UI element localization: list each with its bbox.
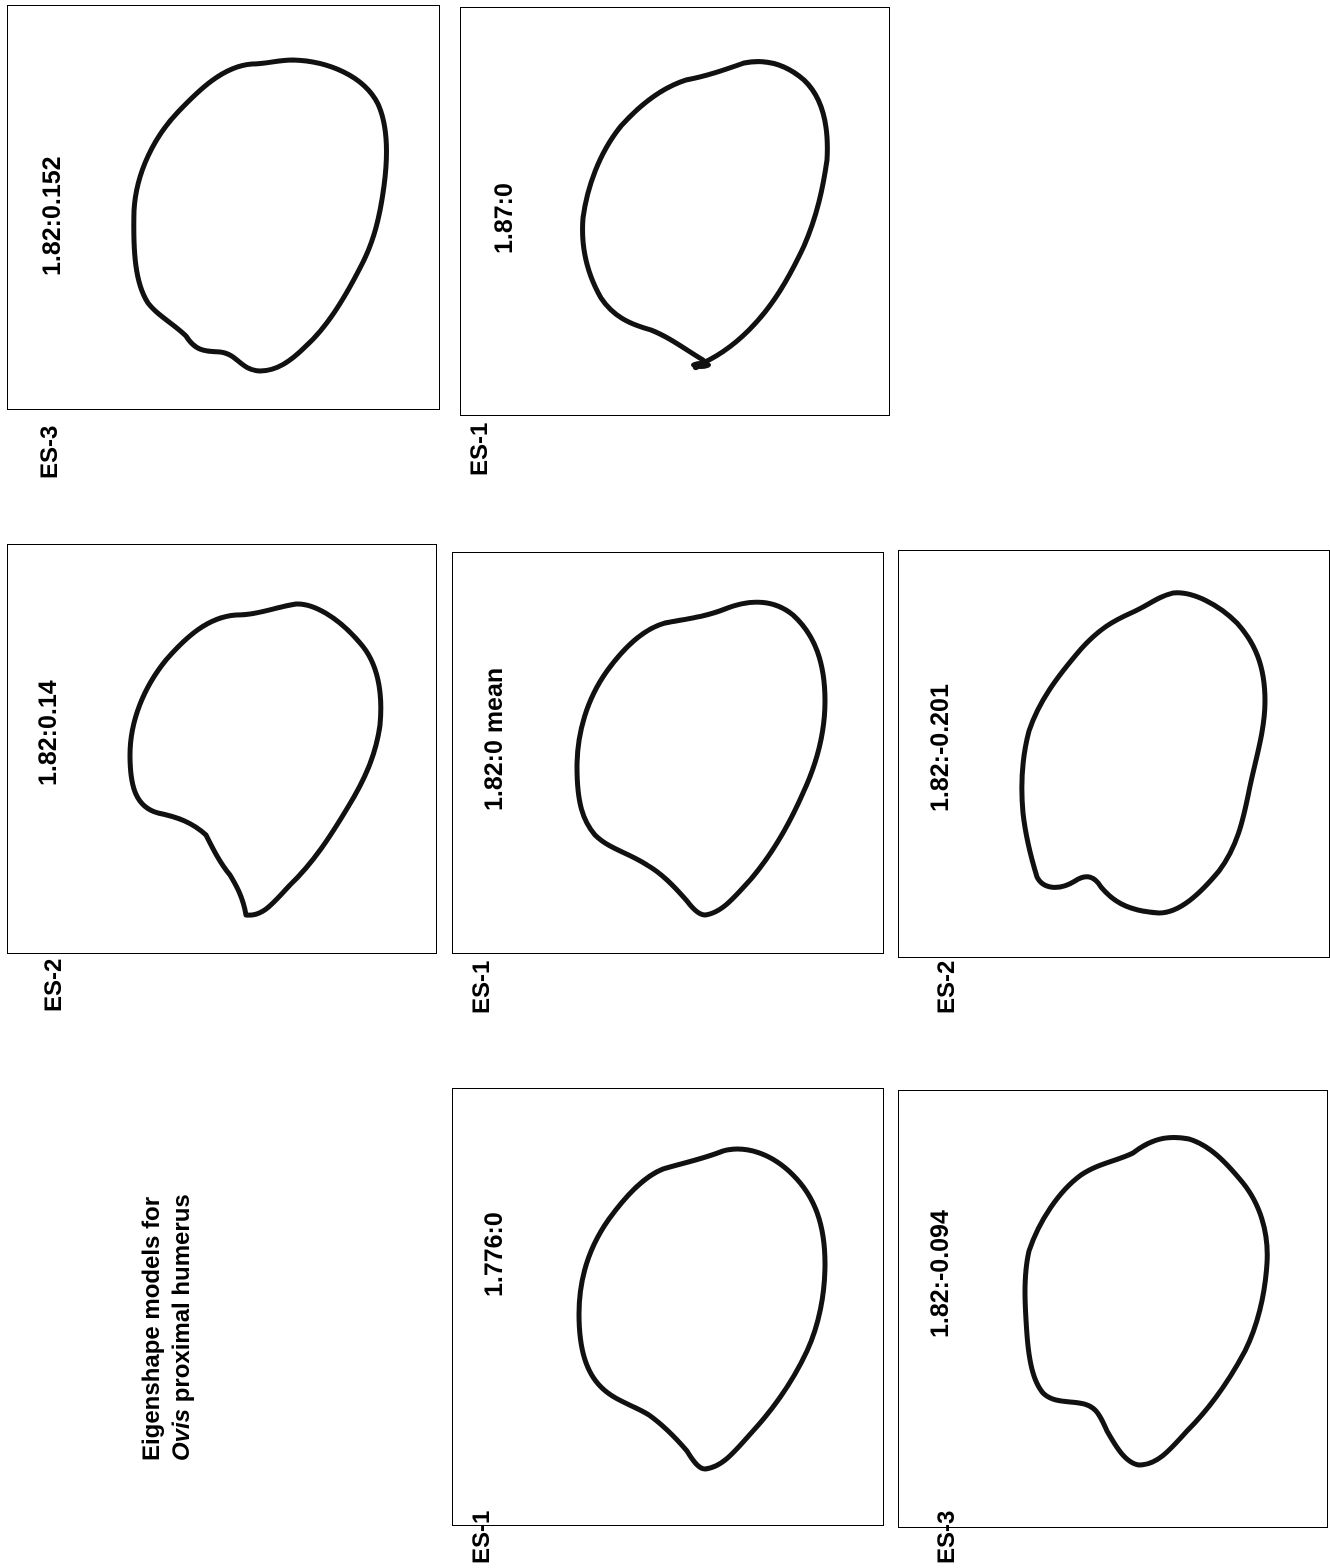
panel-value-label: 1.87:0: [492, 183, 517, 254]
es-label: ES-3: [935, 1511, 959, 1564]
shape-panel-es1-negative: [452, 1088, 884, 1526]
shape-panel-es2-negative: [898, 550, 1330, 958]
panel-value-label: 1.82:0.152: [40, 156, 65, 276]
figure-title-genus: Ovis: [168, 1409, 195, 1461]
outline-shape: [461, 8, 891, 417]
es-label: ES-1: [470, 1511, 494, 1564]
figure-title-line1: Eigenshape models for: [137, 1194, 167, 1461]
shape-panel-es1-variant: [460, 7, 890, 416]
shape-panel-es3-negative: [898, 1090, 1328, 1528]
es-label: ES-2: [935, 961, 959, 1014]
outline-shape: [453, 1089, 885, 1527]
panel-value-label: 1.776:0: [482, 1212, 507, 1297]
outline-shape: [899, 1091, 1329, 1529]
outline-shape: [453, 553, 885, 955]
panel-value-label: 1.82:-0.094: [928, 1210, 953, 1338]
outline-shape: [8, 545, 438, 955]
shape-panel-mean: [452, 552, 884, 954]
es-label: ES-3: [38, 426, 62, 479]
figure-title-rest: proximal humerus: [168, 1194, 195, 1409]
es-label: ES-2: [42, 959, 66, 1012]
panel-value-label: 1.82:0.14: [36, 680, 61, 786]
panel-value-label: 1.82:-0.201: [928, 684, 953, 812]
es-label: ES-1: [468, 423, 492, 476]
shape-panel-es3-positive: [7, 5, 440, 410]
panel-value-label: 1.82:0 mean: [482, 668, 507, 811]
es-label: ES-1: [470, 961, 494, 1014]
figure-title-line2: Ovis proximal humerus: [167, 1194, 197, 1461]
figure-title: Eigenshape models for Ovis proximal hume…: [137, 1194, 197, 1461]
outline-shape: [8, 6, 441, 411]
outline-shape: [899, 551, 1330, 959]
shape-panel-es2-positive: [7, 544, 437, 954]
